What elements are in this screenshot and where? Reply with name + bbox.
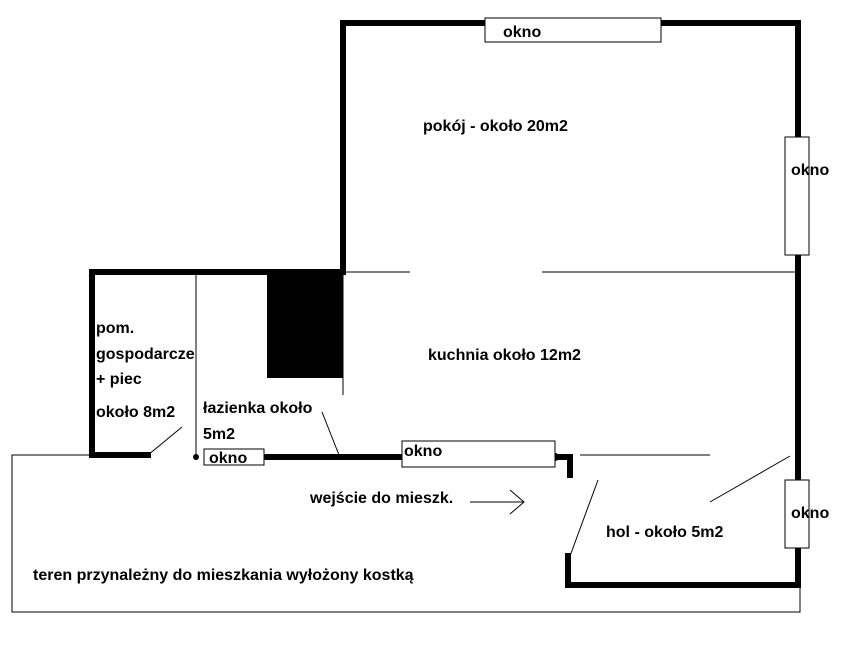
- kitchen-label: kuchnia około 12m2: [428, 347, 581, 364]
- utility-room-label-3: + piec: [96, 371, 142, 388]
- entrance-arrow-icon: [470, 489, 525, 515]
- bathroom-label-2: 5m2: [203, 426, 235, 443]
- terrace-label: teren przynależny do mieszkania wyłożony…: [33, 567, 414, 584]
- door-hall: [709, 455, 791, 503]
- window-bottom-middle: [401, 440, 556, 468]
- window-right-lower: [784, 479, 810, 549]
- window-right-upper: [784, 136, 810, 256]
- bathroom-label-1: łazienka około: [203, 400, 313, 417]
- door-utility: [147, 426, 183, 456]
- window-bottom-middle-label: okno: [404, 443, 442, 460]
- window-right-upper-label: okno: [791, 162, 829, 179]
- entrance-label: wejście do mieszk.: [309, 490, 453, 507]
- utility-room-label-4: około 8m2: [96, 404, 175, 421]
- wall-bottom-middle: [552, 454, 573, 478]
- hall-label: hol - około 5m2: [606, 524, 723, 541]
- utility-room-label-2: gospodarcze: [96, 346, 195, 363]
- window-top-label: okno: [503, 24, 541, 41]
- window-bottom-small: [203, 448, 265, 466]
- partition-lines: [195, 271, 798, 456]
- wall-end-dot: [193, 454, 199, 460]
- utility-room-label-1: pom.: [96, 320, 134, 337]
- wall-right: [565, 252, 801, 588]
- living-room-label: pokój - około 20m2: [423, 118, 568, 135]
- window-top: [484, 17, 662, 43]
- door-bathroom: [321, 411, 340, 456]
- chimney-block: [267, 272, 343, 378]
- door-entrance: [569, 479, 599, 557]
- window-bottom-small-label: okno: [209, 450, 247, 467]
- terrace-outline: [11, 454, 801, 613]
- window-right-lower-label: okno: [791, 505, 829, 522]
- wall-utility-room: [89, 269, 346, 458]
- wall-living-room-outer: [340, 20, 801, 275]
